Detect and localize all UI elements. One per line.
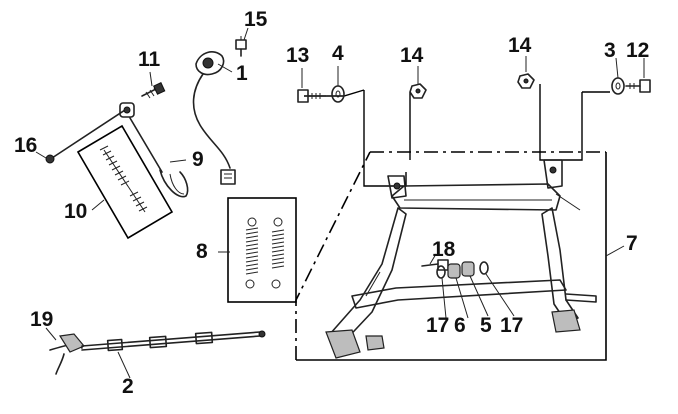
part-14-nut-left [409, 83, 427, 99]
part-5-bushing [447, 263, 461, 279]
part-8-springs [227, 197, 297, 303]
callout-14-right: 14 [508, 34, 532, 57]
part-16-nut [45, 154, 55, 164]
callout-5: 5 [480, 314, 492, 337]
callout-labels: 1 2 3 4 5 6 7 8 9 10 11 12 13 14 14 15 1… [14, 8, 649, 398]
part-17-washer [479, 261, 489, 275]
part-2-cable [49, 330, 266, 375]
part-4-washer [331, 85, 345, 103]
part-11-bolt [141, 82, 166, 99]
callout-9: 9 [192, 148, 204, 171]
side-stand-switch-assembly [45, 36, 247, 240]
callout-19: 19 [30, 308, 53, 331]
part-19-lever [59, 333, 85, 353]
mounting-leaders [304, 84, 610, 187]
callout-15: 15 [244, 8, 268, 31]
callout-4: 4 [332, 42, 344, 65]
part-1-switch [192, 51, 236, 185]
part-7-main-stand [325, 159, 597, 359]
callout-8: 8 [196, 240, 208, 263]
spring-left [245, 217, 259, 289]
callout-10: 10 [64, 200, 87, 223]
callout-6: 6 [454, 314, 466, 337]
callout-11: 11 [138, 48, 161, 71]
callout-2: 2 [122, 375, 134, 398]
callout-7: 7 [626, 232, 638, 255]
part-9-bracket [51, 102, 189, 198]
callout-1: 1 [236, 62, 248, 85]
spring-right [271, 217, 285, 289]
part-13-bolt [297, 89, 327, 103]
callout-leaders [35, 27, 645, 379]
part-15-bolt [235, 36, 247, 57]
part-3-washer [611, 77, 625, 95]
callout-12: 12 [626, 39, 649, 62]
callout-13: 13 [286, 44, 309, 67]
part-10-spring-box [76, 124, 174, 240]
part-14-nut-right [517, 73, 535, 89]
callout-16: 16 [14, 134, 37, 157]
callout-17-right: 17 [500, 314, 523, 337]
callout-14-left: 14 [400, 44, 424, 67]
part-6-washer [436, 265, 446, 279]
callout-18: 18 [432, 238, 456, 261]
part-12-bolt [625, 79, 651, 93]
callout-17-left: 17 [426, 314, 449, 337]
callout-3: 3 [604, 39, 616, 62]
